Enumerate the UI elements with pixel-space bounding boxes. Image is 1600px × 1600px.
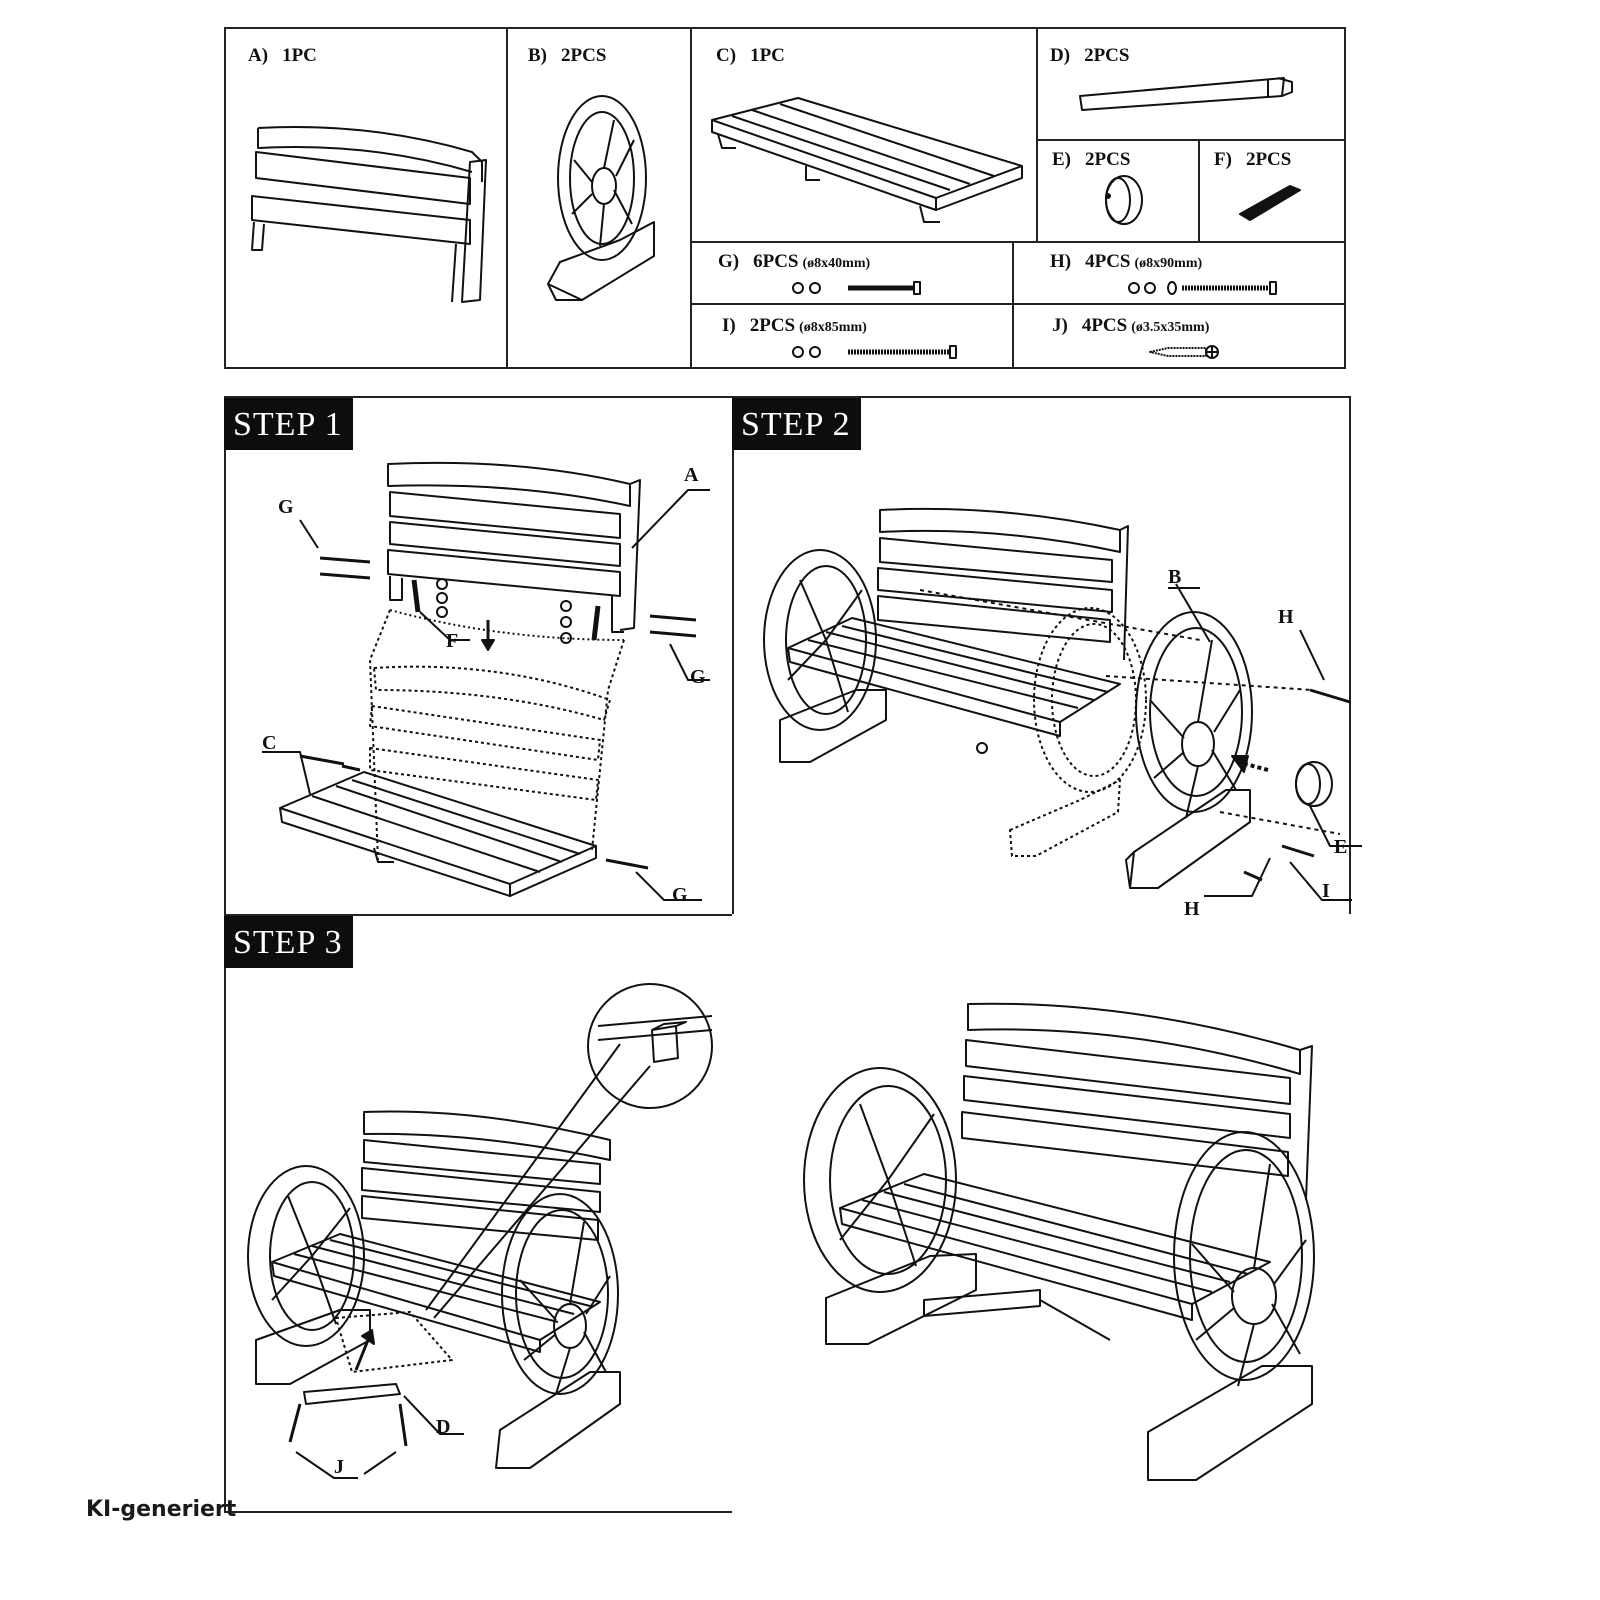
- divider: [690, 241, 1344, 243]
- part-label-b: B)2PCS: [528, 45, 607, 66]
- wood-screw-icon: [1149, 345, 1219, 359]
- bolt-long-icon: [792, 345, 957, 359]
- parts-list-table: A)1PC B)2PCS C)1PC D)2PCS E)2PCS F)2PCS …: [224, 27, 1346, 369]
- step-3-drawing: [247, 983, 713, 1479]
- final-bench-drawing: [803, 1002, 1315, 1481]
- backrest-icon: [251, 126, 487, 303]
- divider: [1036, 139, 1344, 141]
- part-label-c: C)1PC: [716, 45, 785, 66]
- watermark-label: KI-generiert: [86, 1497, 237, 1522]
- part-label-f: F)2PCS: [1214, 149, 1292, 170]
- part-label-d: D)2PCS: [1050, 45, 1130, 66]
- part-label-e: E)2PCS: [1052, 149, 1131, 170]
- step-1-drawing: [262, 461, 710, 901]
- part-label-a: A)1PC: [248, 45, 317, 66]
- step-2-panel: [732, 396, 1351, 916]
- callout-a: A: [684, 464, 699, 486]
- bolt-short-icon: [792, 281, 921, 295]
- divider: [690, 303, 1344, 305]
- divider: [1198, 139, 1200, 241]
- step-1-title: STEP 1: [224, 398, 353, 450]
- step-2-drawing: [763, 507, 1362, 901]
- part-label-i: I)2PCS(ø8x85mm): [722, 315, 867, 336]
- callout-i: I: [1322, 880, 1330, 902]
- callout-g: G: [690, 666, 706, 688]
- part-label-h: H)4PCS(ø8x90mm): [1050, 251, 1203, 272]
- divider: [1036, 29, 1038, 241]
- metal-plate-icon: [1239, 185, 1301, 221]
- part-label-g: G)6PCS(ø8x40mm): [718, 251, 871, 272]
- callout-c: C: [262, 732, 277, 754]
- callout-h: H: [1278, 606, 1294, 628]
- step-1-panel: [224, 396, 734, 916]
- support-bar-icon: [1079, 77, 1293, 111]
- hub-cap-icon: [1105, 175, 1143, 225]
- bolt-long-icon: [1128, 281, 1277, 295]
- seat-icon: [711, 97, 1023, 223]
- final-view-panel: [732, 914, 1351, 1513]
- divider: [690, 29, 692, 367]
- step-3-panel: [224, 914, 734, 1513]
- callout-g: G: [278, 496, 294, 518]
- wheel-armrest-icon: [547, 95, 655, 301]
- step-2-title: STEP 2: [732, 398, 861, 450]
- callout-b: B: [1168, 566, 1182, 588]
- divider: [506, 29, 508, 367]
- step-3-title: STEP 3: [224, 916, 353, 968]
- part-label-j: J)4PCS(ø3.5x35mm): [1052, 315, 1210, 336]
- callout-h: H: [1184, 898, 1200, 920]
- callout-j: J: [334, 1456, 344, 1478]
